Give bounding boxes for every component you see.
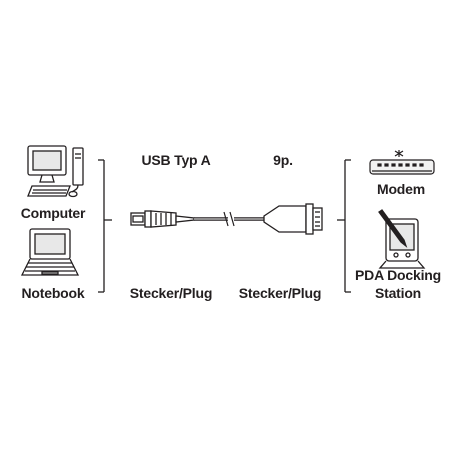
usb-plug-icon (130, 210, 195, 228)
modem-icon (369, 150, 435, 175)
right-bracket (337, 159, 351, 293)
pda-label-line2: Station (374, 285, 422, 301)
desktop-computer-icon (27, 145, 84, 198)
pda-icon (378, 209, 426, 269)
9-pin-label: 9p. (273, 152, 293, 168)
cable (194, 211, 264, 227)
db9-plug-label: Stecker/Plug (238, 285, 322, 301)
usb-type-a-label: USB Typ A (141, 152, 211, 168)
left-bracket (98, 159, 112, 293)
notebook-icon (20, 228, 80, 276)
modem-label: Modem (376, 181, 426, 197)
notebook-label: Notebook (21, 285, 85, 301)
pda-label-line1: PDA Docking (355, 267, 441, 283)
db9-plug-icon (263, 203, 323, 235)
computer-label: Computer (20, 205, 86, 221)
usb-plug-label: Stecker/Plug (129, 285, 213, 301)
